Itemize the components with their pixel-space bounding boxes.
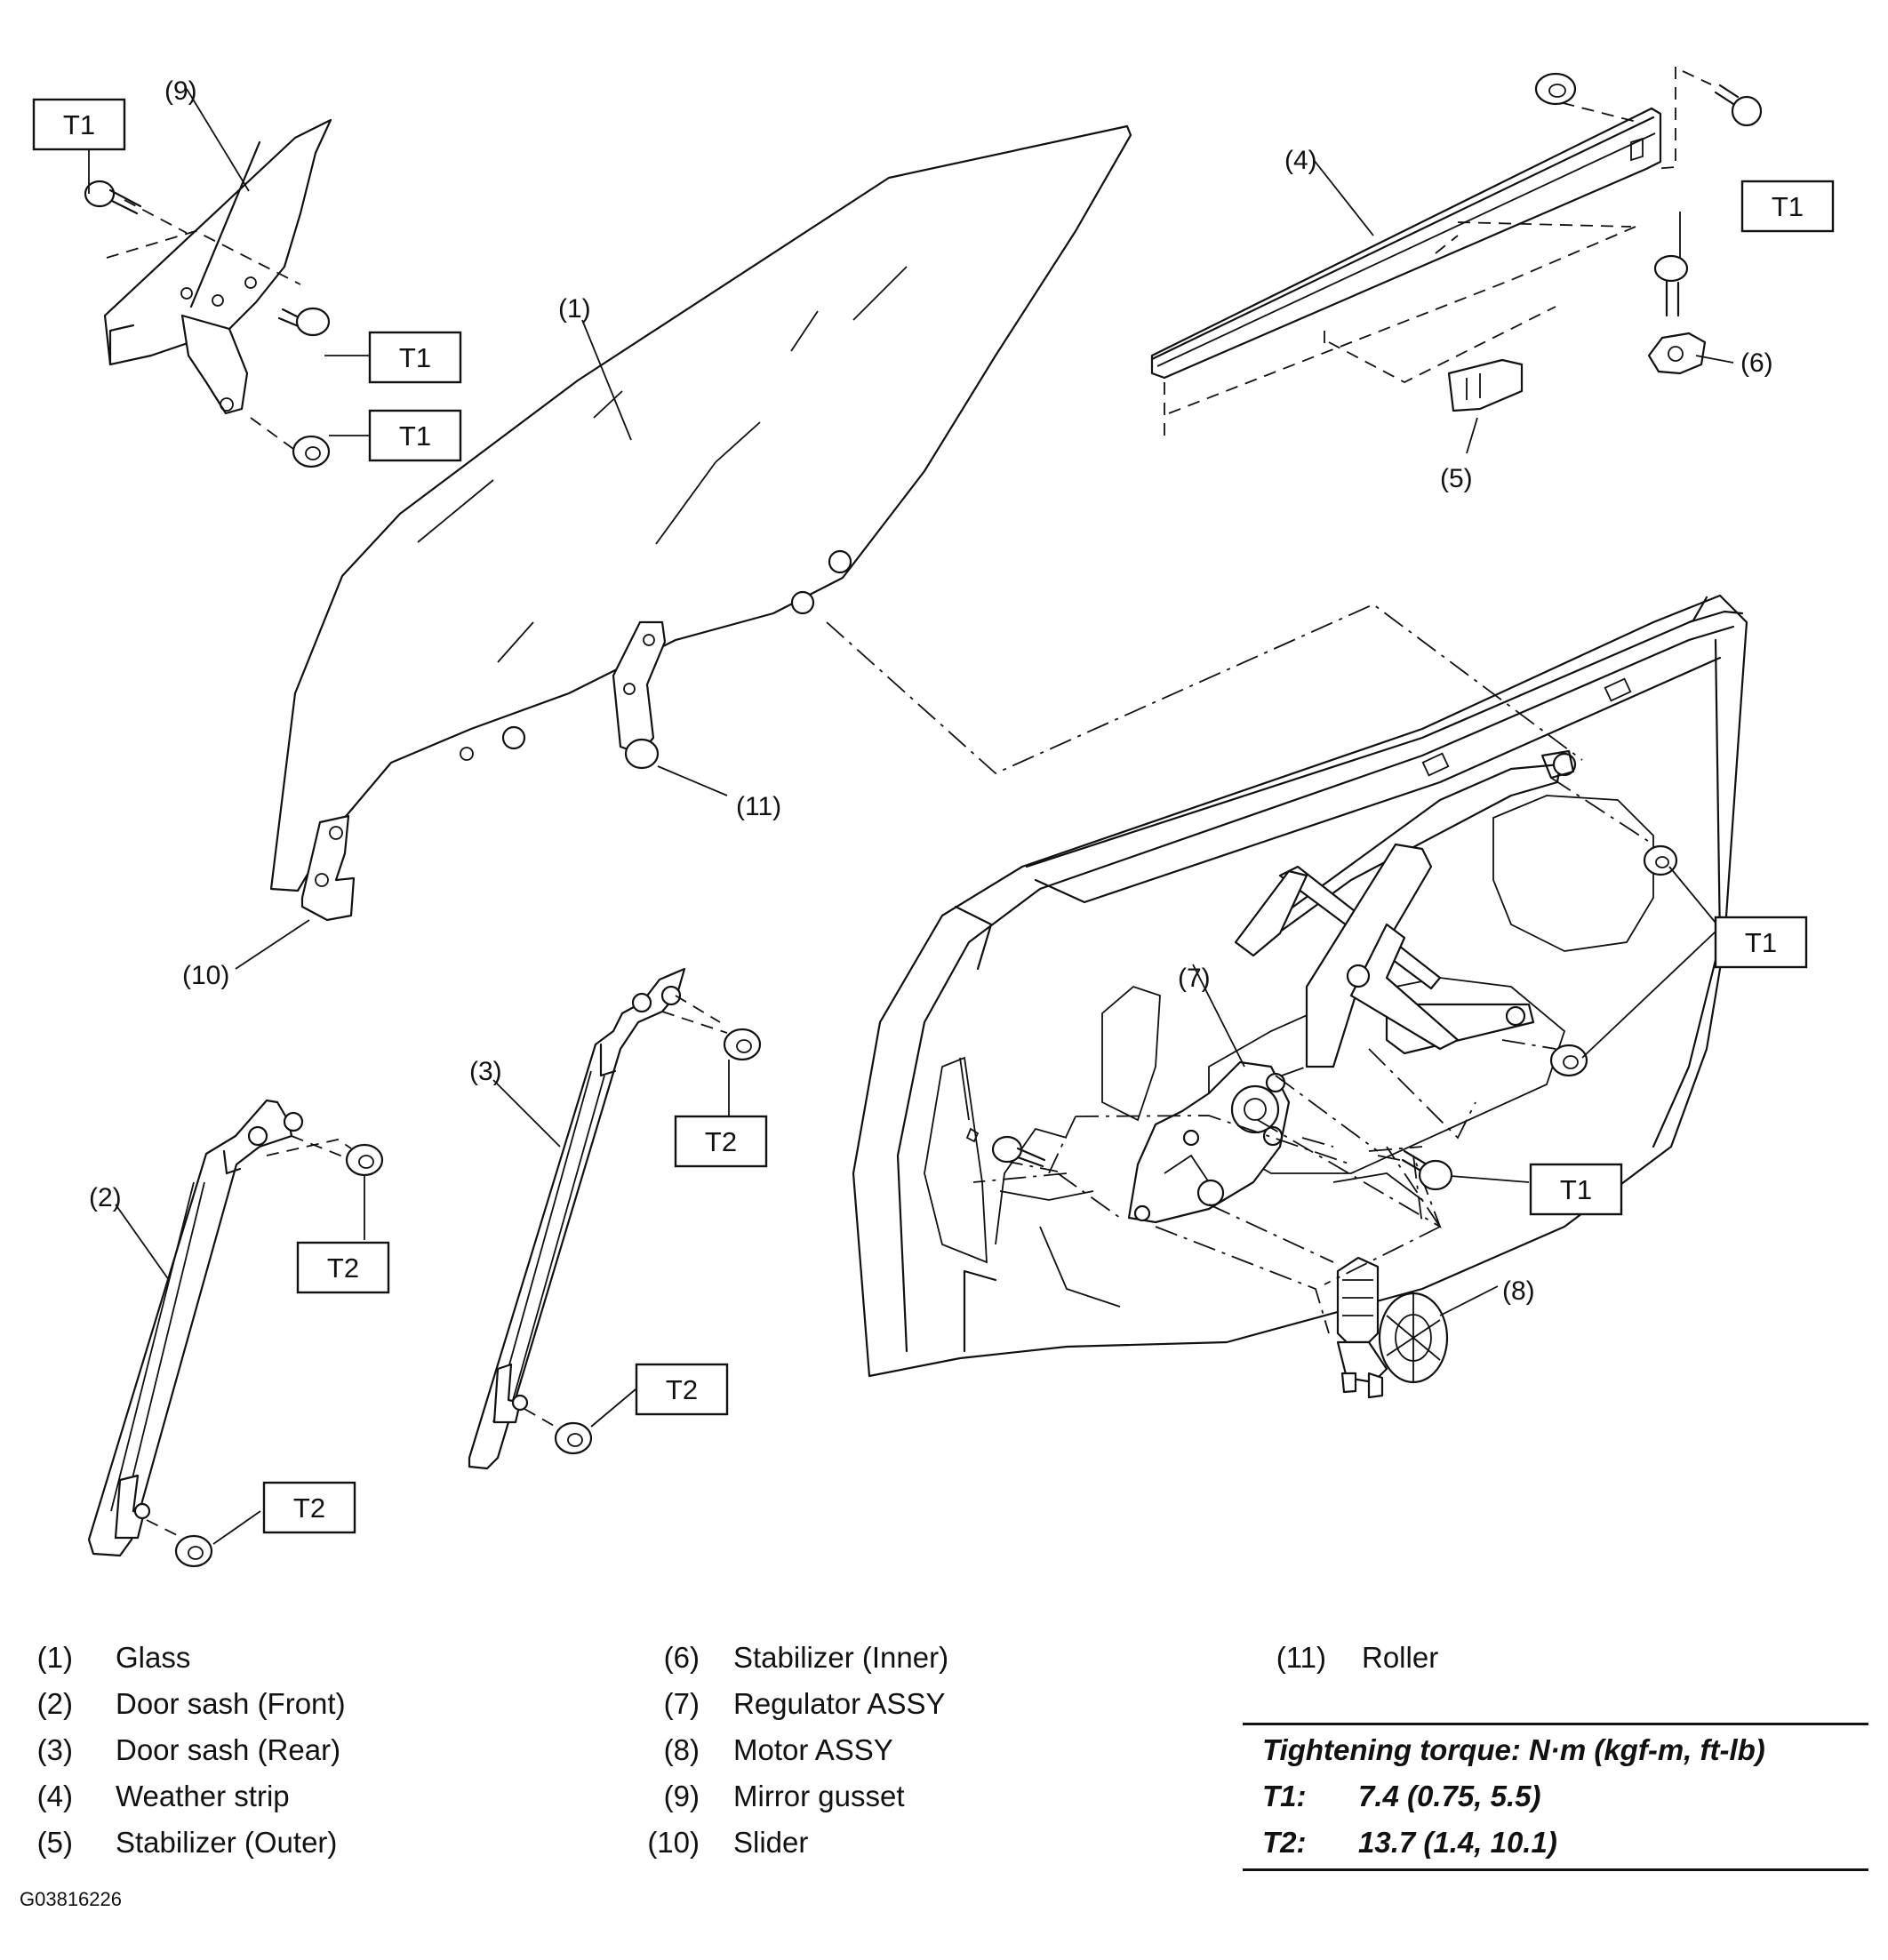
mirror-gusset [103, 118, 332, 415]
leader-lines [88, 88, 1734, 1545]
torque-tag-t1: T1 [1714, 916, 1808, 969]
callout-3: (3) [469, 1057, 502, 1086]
nut-icon [723, 1028, 762, 1061]
legend-number: (4) [36, 1780, 73, 1812]
door-inner-panel [852, 594, 1748, 1378]
nut-icon [174, 1534, 213, 1568]
motor-assy [1336, 1256, 1449, 1399]
table-rule [1243, 1868, 1868, 1871]
callout-10: (10) [182, 961, 229, 990]
nut-icon [1549, 1044, 1588, 1077]
bolt-icon [1401, 1149, 1453, 1191]
svg-text:T1: T1 [1560, 1174, 1592, 1205]
torque-code: T2: [1262, 1826, 1307, 1859]
torque-tag-t2: T2 [635, 1363, 729, 1416]
torque-tag-t2: T2 [262, 1481, 356, 1534]
legend-number: (6) [663, 1641, 700, 1674]
legend-name: Weather strip [116, 1780, 290, 1812]
callout-11: (11) [736, 792, 781, 821]
legend-name: Mirror gusset [733, 1780, 905, 1812]
legend-name: Regulator ASSY [733, 1687, 946, 1720]
callout-8: (8) [1502, 1276, 1535, 1306]
svg-text:T1: T1 [63, 109, 95, 140]
torque-value: 7.4 (0.75, 5.5) [1358, 1780, 1541, 1812]
legend-name: Slider [733, 1826, 809, 1859]
bolt-icon [991, 1135, 1046, 1168]
legend-number: (10) [647, 1826, 700, 1859]
torque-tag-t2: T2 [674, 1115, 768, 1168]
svg-text:T2: T2 [666, 1374, 698, 1405]
torque-tag-t1: T1 [32, 98, 126, 151]
callout-5: (5) [1440, 464, 1473, 493]
legend-name: Roller [1362, 1641, 1439, 1674]
legend-number: (11) [1276, 1641, 1326, 1674]
legend-name: Stabilizer (Outer) [116, 1826, 338, 1859]
torque-value: 13.7 (1.4, 10.1) [1358, 1826, 1557, 1859]
figure-code: G03816226 [20, 1888, 122, 1910]
callout-9: (9) [164, 76, 197, 106]
torque-code: T1: [1262, 1780, 1307, 1812]
roller-bracket [612, 620, 667, 770]
svg-text:T1: T1 [399, 342, 431, 373]
torque-tag-t2: T2 [296, 1241, 390, 1294]
legend-name: Stabilizer (Inner) [733, 1641, 949, 1674]
legend-name: Glass [116, 1641, 191, 1674]
stabilizer-inner [1647, 332, 1707, 375]
callout-7: (7) [1178, 964, 1211, 993]
slider [300, 814, 356, 922]
regulator-assy [1127, 749, 1577, 1224]
svg-text:T2: T2 [327, 1252, 359, 1284]
table-rule [1243, 1723, 1868, 1725]
torque-heading: Tightening torque: N·m (kgf-m, ft-lb) [1262, 1733, 1765, 1766]
nut-icon [345, 1143, 384, 1177]
legend-number: (7) [663, 1687, 700, 1720]
bolt-icon [1714, 84, 1763, 127]
door-sash-rear [468, 967, 686, 1470]
torque-tag-t1: T1 [368, 331, 462, 384]
legend-number: (2) [36, 1687, 73, 1720]
callout-1: (1) [558, 294, 591, 324]
torque-tags: T1 T1 T1 T1 T1 T1 T2 T2 [32, 98, 1835, 1534]
nut-icon [292, 435, 331, 468]
stabilizer-outer [1447, 358, 1524, 412]
legend-number: (8) [663, 1733, 700, 1766]
svg-text:T1: T1 [1772, 191, 1804, 222]
nut-icon [554, 1421, 593, 1455]
bolt-icon [1653, 254, 1689, 317]
torque-row-t1: T1: 7.4 (0.75, 5.5) [1262, 1780, 1540, 1813]
svg-text:T1: T1 [1745, 927, 1777, 958]
callout-4: (4) [1284, 146, 1317, 175]
bolt-icon [84, 180, 142, 215]
legend-name: Motor ASSY [733, 1733, 893, 1766]
torque-tag-t1: T1 [1529, 1163, 1623, 1216]
svg-text:T2: T2 [705, 1126, 737, 1157]
callout-2: (2) [89, 1183, 122, 1212]
nut-icon [1643, 844, 1678, 876]
torque-tag-t1: T1 [368, 409, 462, 462]
nut-icon [1534, 72, 1577, 106]
bolt-icon [277, 307, 331, 337]
svg-text:T2: T2 [293, 1492, 325, 1524]
legend-name: Door sash (Rear) [116, 1733, 341, 1766]
legend-number: (1) [36, 1641, 73, 1674]
legend-name: Door sash (Front) [116, 1687, 346, 1720]
callout-labels: (9) (1) (4) (5) (6) (11) (10) (7) (8) (3… [89, 76, 1773, 1306]
weather-strip [1150, 107, 1662, 380]
legend-number: (9) [663, 1780, 700, 1812]
legend-number: (3) [36, 1733, 73, 1766]
callout-6: (6) [1740, 348, 1773, 378]
torque-row-t2: T2: 13.7 (1.4, 10.1) [1262, 1826, 1557, 1860]
torque-tag-t1: T1 [1740, 180, 1835, 233]
svg-text:T1: T1 [399, 420, 431, 452]
legend-number: (5) [36, 1826, 73, 1859]
door-glass [269, 124, 1132, 892]
